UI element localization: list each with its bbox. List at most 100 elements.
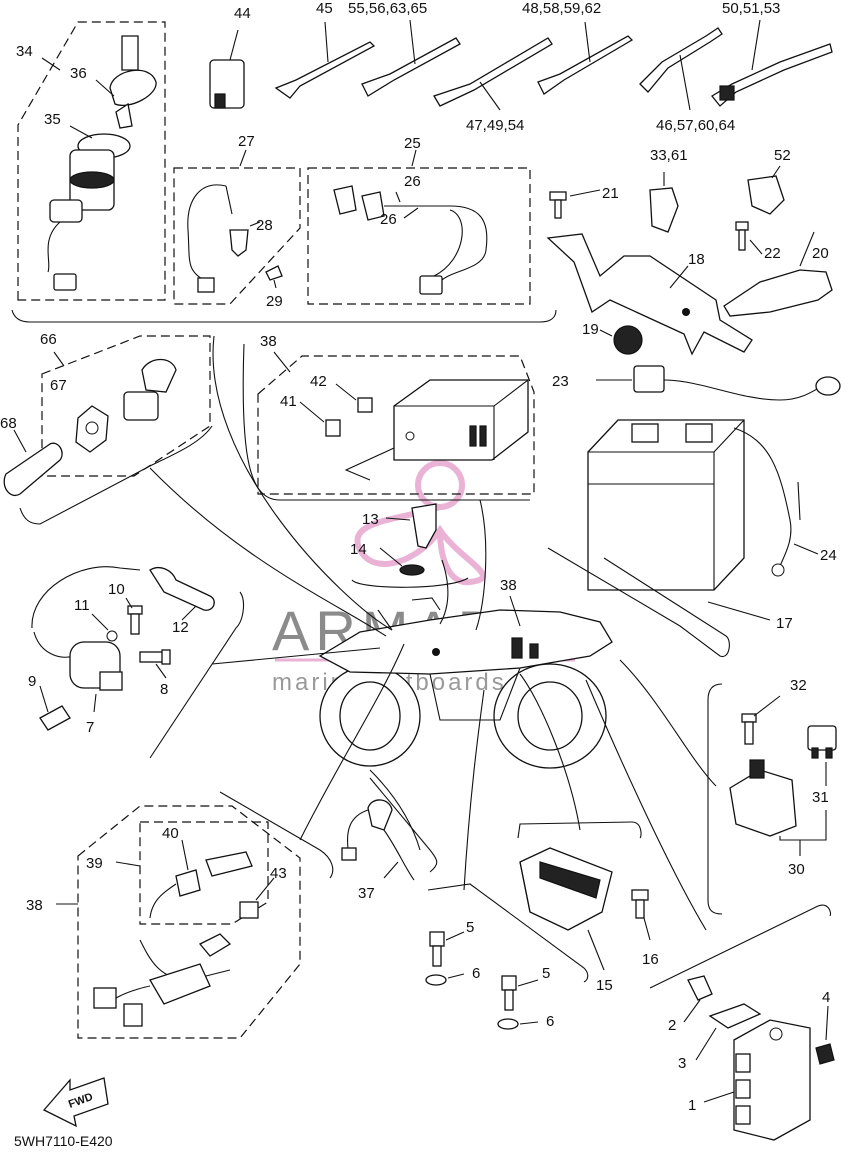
callout-10: 10 bbox=[108, 581, 125, 598]
group-38-box bbox=[257, 351, 535, 495]
group-coil bbox=[31, 566, 215, 731]
callout-13: 13 bbox=[362, 511, 379, 528]
part-31-fuse bbox=[807, 725, 837, 759]
callout-34: 34 bbox=[16, 43, 33, 60]
callout-22: 22 bbox=[764, 245, 781, 262]
part-8-bolt bbox=[139, 649, 171, 665]
part-15-rectifier bbox=[519, 847, 613, 931]
part-5b-bolt bbox=[501, 975, 517, 1011]
bracket-66 bbox=[19, 425, 213, 525]
part-1-ecu bbox=[733, 1019, 811, 1141]
callout-21: 21 bbox=[602, 185, 619, 202]
callout-3: 3 bbox=[678, 1055, 686, 1072]
callout-39: 39 bbox=[86, 855, 103, 872]
part-45-cable-tie bbox=[274, 21, 376, 99]
callout-23: 23 bbox=[552, 373, 569, 390]
part-35-switch-body bbox=[49, 133, 131, 223]
part-7-coil bbox=[69, 641, 123, 691]
callout-66: 66 bbox=[40, 331, 57, 348]
part-2-screw bbox=[687, 975, 713, 1001]
callout-25: 25 bbox=[404, 135, 421, 152]
part-16-bolt bbox=[631, 889, 649, 919]
part-43-connector bbox=[239, 901, 259, 919]
top-group-bracket bbox=[11, 309, 557, 323]
callout-20: 20 bbox=[812, 245, 829, 262]
callout-8: 8 bbox=[160, 681, 168, 698]
bracket-38a bbox=[242, 343, 530, 501]
callout-37: 37 bbox=[358, 885, 375, 902]
part-68-grip bbox=[3, 429, 63, 497]
part-13-switch bbox=[385, 503, 437, 549]
drawing-code: 5WH7110-E420 bbox=[14, 1133, 113, 1149]
callout-50-51-53: 50,51,53 bbox=[722, 0, 780, 17]
part-30-relay bbox=[729, 759, 797, 837]
part-33-clip bbox=[649, 172, 679, 233]
callout-38b: 38 bbox=[500, 577, 517, 594]
part-14-washer bbox=[351, 547, 469, 588]
harness-leaders bbox=[149, 335, 717, 931]
callout-11: 11 bbox=[74, 597, 90, 614]
callout-30: 30 bbox=[788, 861, 805, 878]
callout-27: 27 bbox=[238, 133, 255, 150]
part-6b-washer bbox=[497, 1018, 519, 1030]
callout-15: 15 bbox=[596, 977, 613, 994]
callout-9: 9 bbox=[28, 673, 36, 690]
callout-33-61: 33,61 bbox=[650, 147, 688, 164]
callout-43: 43 bbox=[270, 865, 287, 882]
callout-14: 14 bbox=[350, 541, 367, 558]
group-66-socket bbox=[41, 335, 211, 477]
part-19-grommet bbox=[599, 325, 643, 355]
callout-40: 40 bbox=[162, 825, 179, 842]
callout-68: 68 bbox=[0, 415, 17, 432]
callout-32: 32 bbox=[790, 677, 807, 694]
leader-16 bbox=[643, 917, 651, 941]
part-46-clamp bbox=[639, 27, 723, 111]
callout-45: 45 bbox=[316, 0, 333, 17]
callout-31: 31 bbox=[812, 789, 829, 806]
callout-36: 36 bbox=[70, 65, 87, 82]
part-10-bolt bbox=[127, 605, 143, 635]
part-20-bracket bbox=[723, 231, 833, 317]
callout-41: 41 bbox=[280, 393, 297, 410]
leader-17 bbox=[707, 601, 771, 621]
callout-52: 52 bbox=[774, 147, 791, 164]
bracket-5-6 bbox=[427, 883, 589, 983]
atv-outline bbox=[318, 597, 613, 769]
callout-47-49-54: 47,49,54 bbox=[466, 117, 524, 134]
callout-18: 18 bbox=[688, 251, 705, 268]
callout-2: 2 bbox=[668, 1017, 676, 1034]
part-50-clamp bbox=[711, 19, 833, 107]
group-25-harness bbox=[307, 149, 531, 305]
part-11-washer bbox=[106, 630, 118, 642]
part-40-coupler bbox=[149, 851, 253, 919]
part-4-cap bbox=[815, 1043, 835, 1065]
part-44-coupler bbox=[209, 29, 245, 109]
callout-5b: 5 bbox=[542, 965, 550, 982]
callout-38a: 38 bbox=[260, 333, 277, 350]
callout-16: 16 bbox=[642, 951, 659, 968]
bracket-coil bbox=[149, 591, 245, 759]
part-36-key bbox=[109, 35, 157, 129]
callout-labels: 44 45 55,56,63,65 48,58,59,62 50,51,53 4… bbox=[0, 0, 837, 1114]
part-3-bracket bbox=[708, 1003, 762, 1029]
callout-42: 42 bbox=[310, 373, 327, 390]
part-37-sensor bbox=[341, 799, 415, 881]
callout-7: 7 bbox=[86, 719, 94, 736]
callout-35: 35 bbox=[44, 111, 61, 128]
group-30-relay bbox=[707, 683, 837, 915]
leader-38b bbox=[509, 595, 521, 627]
bracket-17 bbox=[547, 547, 730, 657]
part-12-cap bbox=[149, 566, 215, 611]
callout-26b: 26 bbox=[380, 211, 397, 228]
bracket-38c bbox=[219, 791, 334, 879]
callout-19: 19 bbox=[582, 321, 599, 338]
part-55-cable-band bbox=[361, 19, 461, 97]
part-5a-bolt bbox=[429, 931, 445, 967]
group-ecu bbox=[649, 904, 835, 1141]
part-22-bolt bbox=[735, 221, 763, 255]
group-38-harness bbox=[56, 805, 301, 1039]
callout-46-57-60-64: 46,57,60,64 bbox=[656, 117, 735, 134]
part-6a-washer bbox=[425, 974, 447, 986]
callout-38c: 38 bbox=[26, 897, 43, 914]
